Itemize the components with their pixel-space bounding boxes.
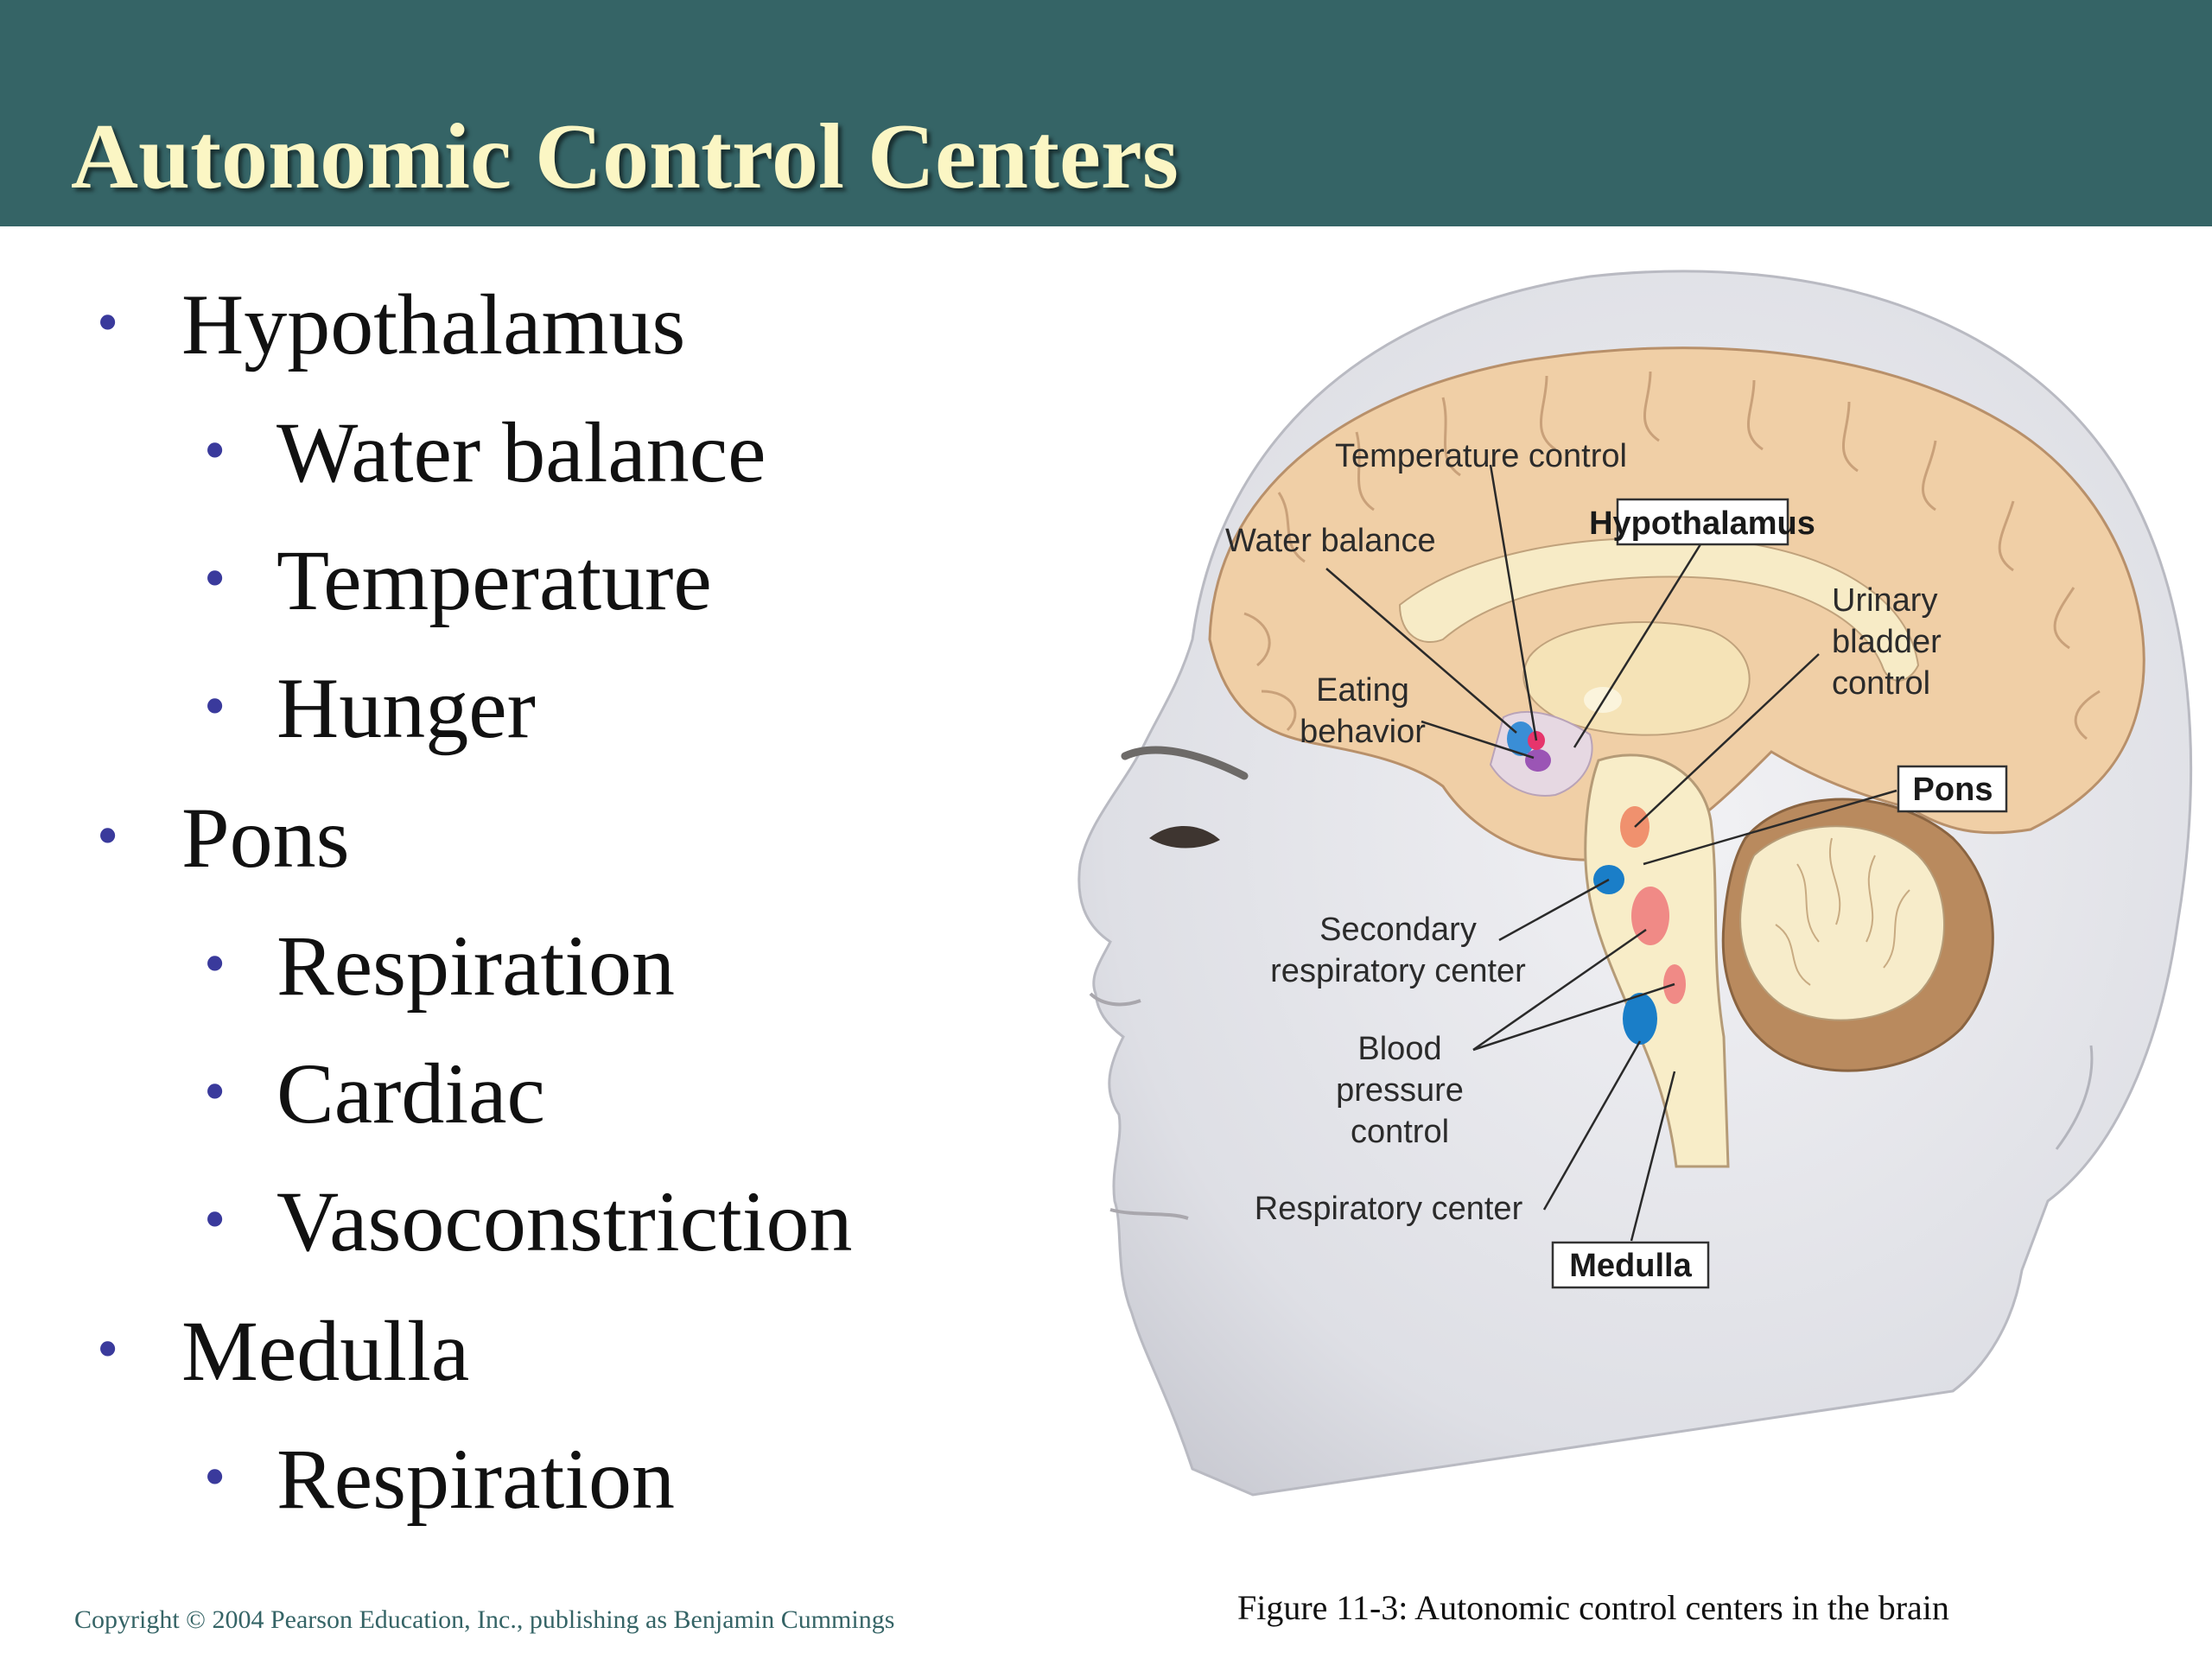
- label-urinary-line-3: control: [1832, 665, 1930, 702]
- hypothalamus-box: [1616, 498, 1789, 546]
- bullet-hunger: • Hunger: [204, 658, 536, 758]
- bullet-dot: •: [97, 1314, 119, 1383]
- copyright-notice: Copyright © 2004 Pearson Education, Inc.…: [74, 1605, 895, 1634]
- bullet-text: Vasoconstriction: [276, 1173, 853, 1269]
- bullet-text: Cardiac: [276, 1046, 545, 1141]
- bullet-text: Respiration: [276, 918, 676, 1014]
- ear-contour: [2055, 1045, 2094, 1150]
- bullet-dot: •: [204, 1185, 226, 1254]
- bullet-respiration-medulla: • Respiration: [204, 1429, 676, 1529]
- nostril: [1089, 992, 1141, 1007]
- bullet-medulla: • Medulla: [97, 1301, 470, 1401]
- bullet-dot: •: [204, 1057, 226, 1126]
- bullet-vasoconstriction: • Vasoconstriction: [204, 1172, 853, 1271]
- bullet-water-balance: • Water balance: [204, 403, 766, 502]
- bullet-respiration: • Respiration: [204, 916, 676, 1015]
- label-blood-line-2: pressure: [1336, 1072, 1464, 1109]
- leader-lines: [1325, 464, 1897, 1242]
- label-respiratory-center: Respiratory center: [1255, 1191, 1523, 1227]
- bullet-hypothalamus: • Hypothalamus: [97, 275, 686, 374]
- bullet-dot: •: [204, 929, 226, 998]
- eyebrow: [1121, 746, 1249, 780]
- cerebellum: [1721, 798, 1994, 1072]
- bullet-dot: •: [204, 1442, 226, 1511]
- label-eating-line-2: behavior: [1300, 714, 1426, 750]
- slide-title: Autonomic Control Centers: [71, 105, 1179, 208]
- title-bar: Autonomic Control Centers: [0, 0, 2212, 226]
- label-pons: Pons: [1913, 772, 1993, 808]
- bullet-text: Respiration: [276, 1431, 676, 1527]
- bullet-text: Hypothalamus: [181, 276, 686, 372]
- bullet-text: Medulla: [181, 1303, 470, 1399]
- bullet-cardiac: • Cardiac: [204, 1044, 545, 1143]
- cerebrum: [1208, 346, 2145, 861]
- bullet-pons: • Pons: [97, 788, 350, 887]
- label-urinary-line-2: bladder: [1832, 624, 1942, 660]
- bullet-dot: •: [204, 543, 226, 613]
- brain-diagram: Temperature control Water balance Hypoth…: [1077, 270, 2193, 1497]
- label-water-balance: Water balance: [1225, 523, 1436, 559]
- bullet-dot: •: [204, 416, 226, 485]
- pons-box: [1897, 765, 2008, 813]
- bullet-text: Water balance: [276, 404, 766, 500]
- eating-marker: [1525, 749, 1551, 772]
- bullet-dot: •: [97, 288, 119, 357]
- bullet-text: Hunger: [276, 660, 536, 756]
- label-eating-line-1: Eating: [1316, 672, 1409, 709]
- thalamus: [1522, 621, 1751, 736]
- label-urinary-line-1: Urinary: [1832, 582, 1937, 619]
- eye: [1149, 825, 1220, 849]
- blood-pressure-upper-marker: [1631, 887, 1669, 945]
- gyri-folds: [1243, 371, 2101, 741]
- bullet-text: Temperature: [276, 532, 712, 628]
- label-blood-line-3: control: [1351, 1114, 1449, 1150]
- label-hypothalamus: Hypothalamus: [1589, 505, 1815, 542]
- brainstem: [1584, 753, 1730, 1168]
- label-medulla: Medulla: [1569, 1248, 1692, 1284]
- bullet-dot: •: [204, 671, 226, 741]
- label-blood-line-1: Blood: [1357, 1031, 1441, 1067]
- respiratory-center-marker: [1623, 993, 1657, 1045]
- bullet-text: Pons: [181, 790, 350, 886]
- lips: [1109, 1208, 1189, 1220]
- bullet-temperature: • Temperature: [204, 531, 712, 630]
- label-temperature-control: Temperature control: [1335, 438, 1627, 474]
- bullet-dot: •: [97, 801, 119, 870]
- figure-caption: Figure 11-3: Autonomic control centers i…: [1237, 1588, 1949, 1627]
- label-secondary-line-1: Secondary: [1319, 912, 1477, 948]
- label-secondary-line-2: respiratory center: [1270, 953, 1526, 989]
- medulla-box: [1551, 1241, 1710, 1289]
